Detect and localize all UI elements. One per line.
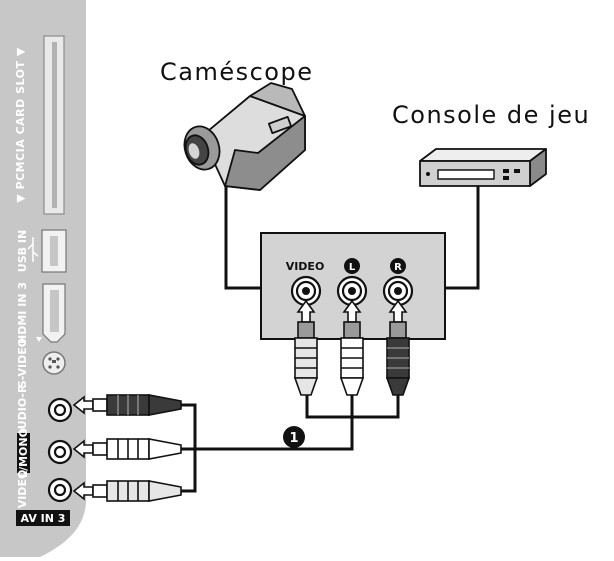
left-badge-label: L: [349, 262, 356, 273]
audio-r-label: AUDIO-R: [16, 384, 29, 437]
panel-jack-mono-l: [47, 439, 73, 465]
arrow-down-icon: [36, 337, 42, 342]
right-badge-label: R: [394, 262, 402, 273]
pcmcia-label: ▼ PCMCIA CARD SLOT ▼: [14, 47, 27, 203]
right-badge: [390, 258, 406, 274]
camcorder-icon: [183, 82, 306, 191]
cable-lines: [181, 186, 480, 493]
svideo-port: [42, 351, 66, 375]
left-badge: [344, 258, 360, 274]
av-in-label: AV IN 3: [21, 512, 66, 525]
box-video-label: VIDEO: [286, 260, 325, 273]
panel-jack-video: [47, 477, 73, 503]
rca-plug-right-box: [385, 299, 411, 396]
tv-side-panel: AV IN 3 ▼ PCMCIA CARD SLOT ▼ USB IN HDMI…: [0, 0, 86, 557]
usb-icon: [27, 237, 39, 262]
usb-label: USB IN: [16, 230, 29, 272]
hdmi-label: HDMI IN 3: [16, 282, 29, 344]
rca-plug-video-panel: [72, 480, 182, 502]
av-in-badge: [16, 510, 70, 526]
callout-number: 1: [289, 431, 298, 446]
svideo-label: S-VIDEO: [16, 338, 29, 388]
box-jack-left: [336, 275, 368, 307]
rca-plug-left-box: [339, 299, 365, 396]
video-vert-label: VIDEO: [16, 470, 29, 509]
rca-plug-video-box: [293, 299, 319, 396]
box-jack-right: [382, 275, 414, 307]
mono-label-box: [17, 433, 30, 473]
console-label: Console de jeu: [392, 101, 591, 129]
rca-plug-audio-r-panel: [72, 394, 182, 416]
rca-plug-mono-l-panel: [72, 438, 182, 460]
panel-jack-audio-r: [47, 397, 73, 423]
game-console-icon: [419, 148, 547, 187]
mono-l-label: L/MONO: [17, 428, 30, 478]
callout-badge: [283, 426, 305, 448]
camcorder-label: Caméscope: [160, 58, 314, 86]
